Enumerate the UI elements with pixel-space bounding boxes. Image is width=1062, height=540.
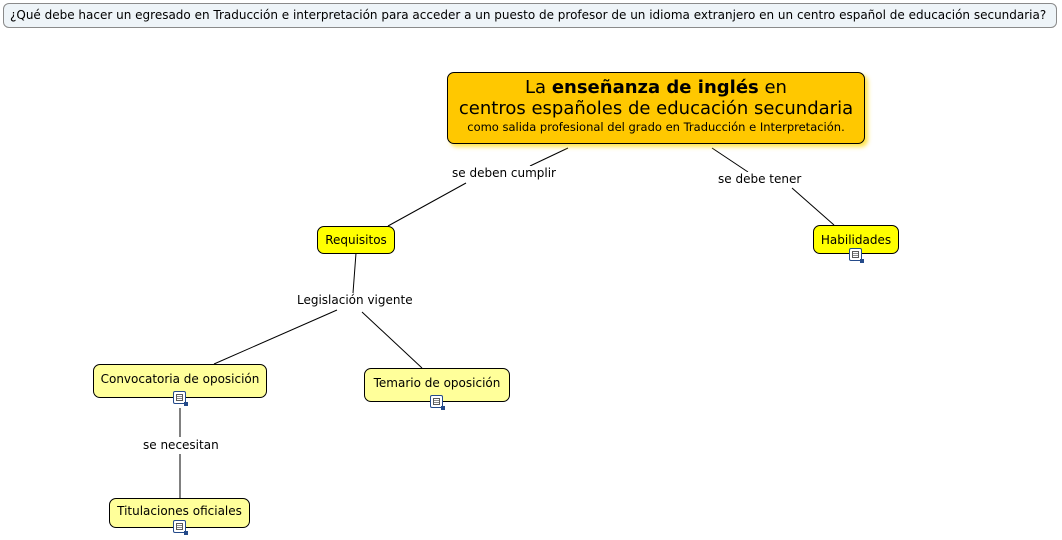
main-concept-line2: centros españoles de educación secundari… [458,97,854,119]
main-concept-prefix: La [525,77,552,98]
document-icon[interactable] [849,248,864,263]
node-titulaciones-label: Titulaciones oficiales [117,504,242,518]
line-main-to-tener [711,147,749,173]
main-concept-node[interactable]: La enseñanza de inglés en centros españo… [447,72,865,144]
node-temario-label: Temario de oposición [373,376,501,390]
main-concept-bold: enseñanza de inglés [551,77,759,98]
document-icon[interactable] [173,520,188,535]
node-convocatoria-label: Convocatoria de oposición [100,372,260,386]
node-habilidades-label: Habilidades [820,232,892,247]
main-concept-suffix: en [758,77,787,98]
line-legislacion-to-temario [361,311,423,369]
line-tener-to-habilidades [791,187,835,226]
line-legislacion-to-convocatoria [213,309,338,365]
link-label-se-debe-tener: se debe tener [717,172,803,186]
focus-question: ¿Qué debe hacer un egresado en Traducció… [3,3,1057,28]
document-icon[interactable] [173,391,188,406]
link-label-legislacion-vigente: Legislación vigente [296,293,414,307]
link-label-se-deben-cumplir: se deben cumplir [451,166,557,180]
node-requisitos-label: Requisitos [325,233,387,247]
node-requisitos[interactable]: Requisitos [317,226,395,254]
link-label-se-necesitan: se necesitan [142,438,220,452]
line-cumplir-to-requisitos [387,182,467,227]
line-main-to-cumplir [529,147,569,167]
document-icon[interactable] [430,395,445,410]
main-concept-line3: como salida profesional del grado en Tra… [467,120,845,135]
line-requisitos-to-legislacion [352,252,357,294]
